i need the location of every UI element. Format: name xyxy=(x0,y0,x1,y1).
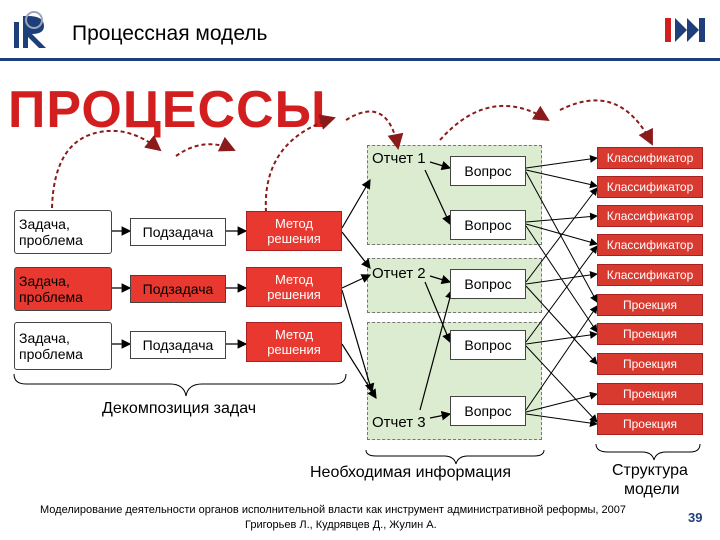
subtask-box: Подзадача xyxy=(130,331,226,359)
question-box: Вопрос xyxy=(450,156,526,186)
classifier-box: Классификатор xyxy=(597,176,703,198)
report-label: Отчет 1 xyxy=(372,150,426,167)
classifier-box: Классификатор xyxy=(597,205,703,227)
task-box: Задача, проблема xyxy=(14,322,112,370)
header-divider xyxy=(0,58,720,61)
classifier-box: Классификатор xyxy=(597,234,703,256)
report-label: Отчет 3 xyxy=(372,414,426,431)
projection-box: Проекция xyxy=(597,383,703,405)
subtask-box: Подзадача xyxy=(130,275,226,303)
projection-box: Проекция xyxy=(597,353,703,375)
method-box: Метод решения xyxy=(246,322,342,362)
decomposition-label: Декомпозиция задач xyxy=(102,400,257,417)
subtask-box: Подзадача xyxy=(130,218,226,246)
task-box: Задача, проблема xyxy=(14,267,112,311)
model-label-line2: модели xyxy=(624,481,680,498)
task-box: Задача, проблема xyxy=(14,210,112,254)
info-label: Необходимая информация xyxy=(310,464,512,481)
forward-nav-icon[interactable] xyxy=(665,12,707,48)
footer-authors: Григорьев Л., Кудрявцев Д., Жулин А. xyxy=(245,519,437,531)
classifier-box: Классификатор xyxy=(597,147,703,169)
model-label-line1: Структура xyxy=(612,462,688,479)
projection-box: Проекция xyxy=(597,323,703,345)
classifier-box: Классификатор xyxy=(597,264,703,286)
main-title: ПРОЦЕССЫ xyxy=(8,81,327,139)
header-title: Процессная модель xyxy=(72,22,268,45)
question-box: Вопрос xyxy=(450,269,526,299)
projection-box: Проекция xyxy=(597,413,703,435)
page-number: 39 xyxy=(688,510,703,525)
question-box: Вопрос xyxy=(450,396,526,426)
projection-box: Проекция xyxy=(597,294,703,316)
footer-citation: Моделирование деятельности органов испол… xyxy=(40,504,627,516)
question-box: Вопрос xyxy=(450,210,526,240)
university-logo xyxy=(12,10,52,52)
method-box: Метод решения xyxy=(246,211,342,251)
question-box: Вопрос xyxy=(450,330,526,360)
method-box: Метод решения xyxy=(246,267,342,307)
report-label: Отчет 2 xyxy=(372,265,426,282)
